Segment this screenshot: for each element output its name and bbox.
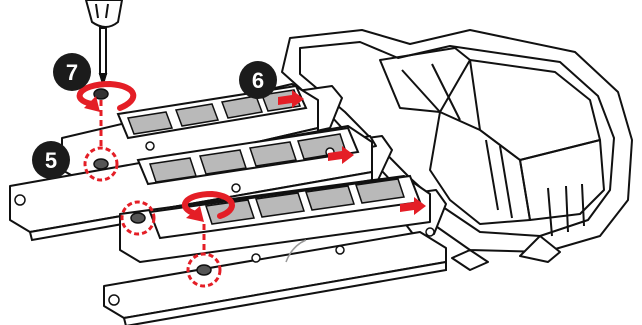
mount-hole xyxy=(109,295,119,305)
mount-hole xyxy=(336,246,344,254)
step-number: 5 xyxy=(45,148,57,173)
step-badge-7: 7 xyxy=(53,53,91,91)
mount-hole xyxy=(146,142,154,150)
mount-hole xyxy=(15,195,25,205)
step-number: 6 xyxy=(252,68,264,93)
mount-hole xyxy=(232,184,240,192)
step-number: 7 xyxy=(66,60,78,85)
mount-hole xyxy=(426,228,434,236)
step-badge-6: 6 xyxy=(239,61,277,99)
mount-hole xyxy=(252,254,260,262)
screwdriver-icon xyxy=(86,0,122,84)
step-badge-5: 5 xyxy=(32,141,70,179)
